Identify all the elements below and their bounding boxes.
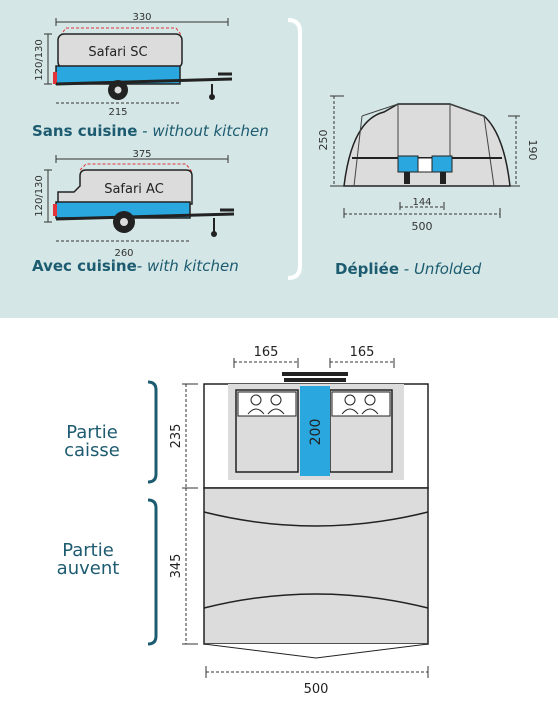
section-caisse-line2: caisse [64, 440, 120, 461]
trailer-ac-height-label: 120/130 [34, 175, 45, 217]
trailer-sc-caption: Sans cuisine - without kitchen [32, 122, 269, 140]
section-auvent-line1: Partie [62, 540, 114, 561]
section-auvent-label: Partie auvent [44, 542, 132, 578]
trailer-sc-length-label: 330 [132, 12, 151, 23]
floorplan-diagram: 165 165 200 [147, 345, 429, 697]
trailer-sc-height-label: 120/130 [34, 39, 45, 81]
unfolded-height-label: 250 [317, 130, 330, 151]
trailer-ac-caption: Avec cuisine- with kitchen [32, 257, 239, 275]
unfolded-side-label: 190 [526, 140, 539, 161]
trailer-sc-name: Safari SC [88, 45, 147, 60]
caisse-bracket [147, 380, 158, 484]
trailer-ac-caption-bold: Avec cuisine [32, 257, 137, 275]
unfolded-width-label: 500 [412, 220, 433, 233]
aisle-length-label: 200 [308, 419, 324, 446]
section-caisse-label: Partie caisse [48, 424, 136, 460]
trailer-ac-length-label: 375 [132, 149, 151, 160]
unfolded-caption: Dépliée - Unfolded [335, 260, 481, 278]
trailer-ac-diagram: 375 120/130 Safari AC 260 [34, 149, 235, 259]
trailer-sc-diagram: 330 120/130 Safari SC 215 [34, 12, 233, 118]
trailer-ac-name: Safari AC [104, 182, 164, 197]
section-caisse-line1: Partie [66, 422, 118, 443]
group-bracket [287, 18, 302, 280]
auvent-bracket [147, 498, 158, 646]
bed-width-left-label: 165 [254, 345, 279, 360]
auvent-depth-label: 345 [169, 554, 184, 579]
total-width-label: 500 [304, 682, 329, 697]
unfolded-inner-label: 144 [412, 197, 431, 208]
section-auvent-line2: auvent [56, 558, 120, 579]
unfolded-caption-bold: Dépliée [335, 260, 399, 278]
caisse-depth-label: 235 [169, 424, 184, 449]
trailer-sc-caption-bold: Sans cuisine [32, 122, 138, 140]
trailer-sc-caption-italic: - without kitchen [137, 122, 269, 140]
bed-width-right-label: 165 [350, 345, 375, 360]
unfolded-caption-italic: - Unfolded [399, 260, 482, 278]
trailer-ac-caption-italic: - with kitchen [136, 257, 239, 275]
trailer-sc-base-label: 215 [108, 107, 127, 118]
trailer-ac-base-label: 260 [114, 248, 133, 259]
unfolded-diagram: 250 190 144 500 [317, 95, 539, 233]
